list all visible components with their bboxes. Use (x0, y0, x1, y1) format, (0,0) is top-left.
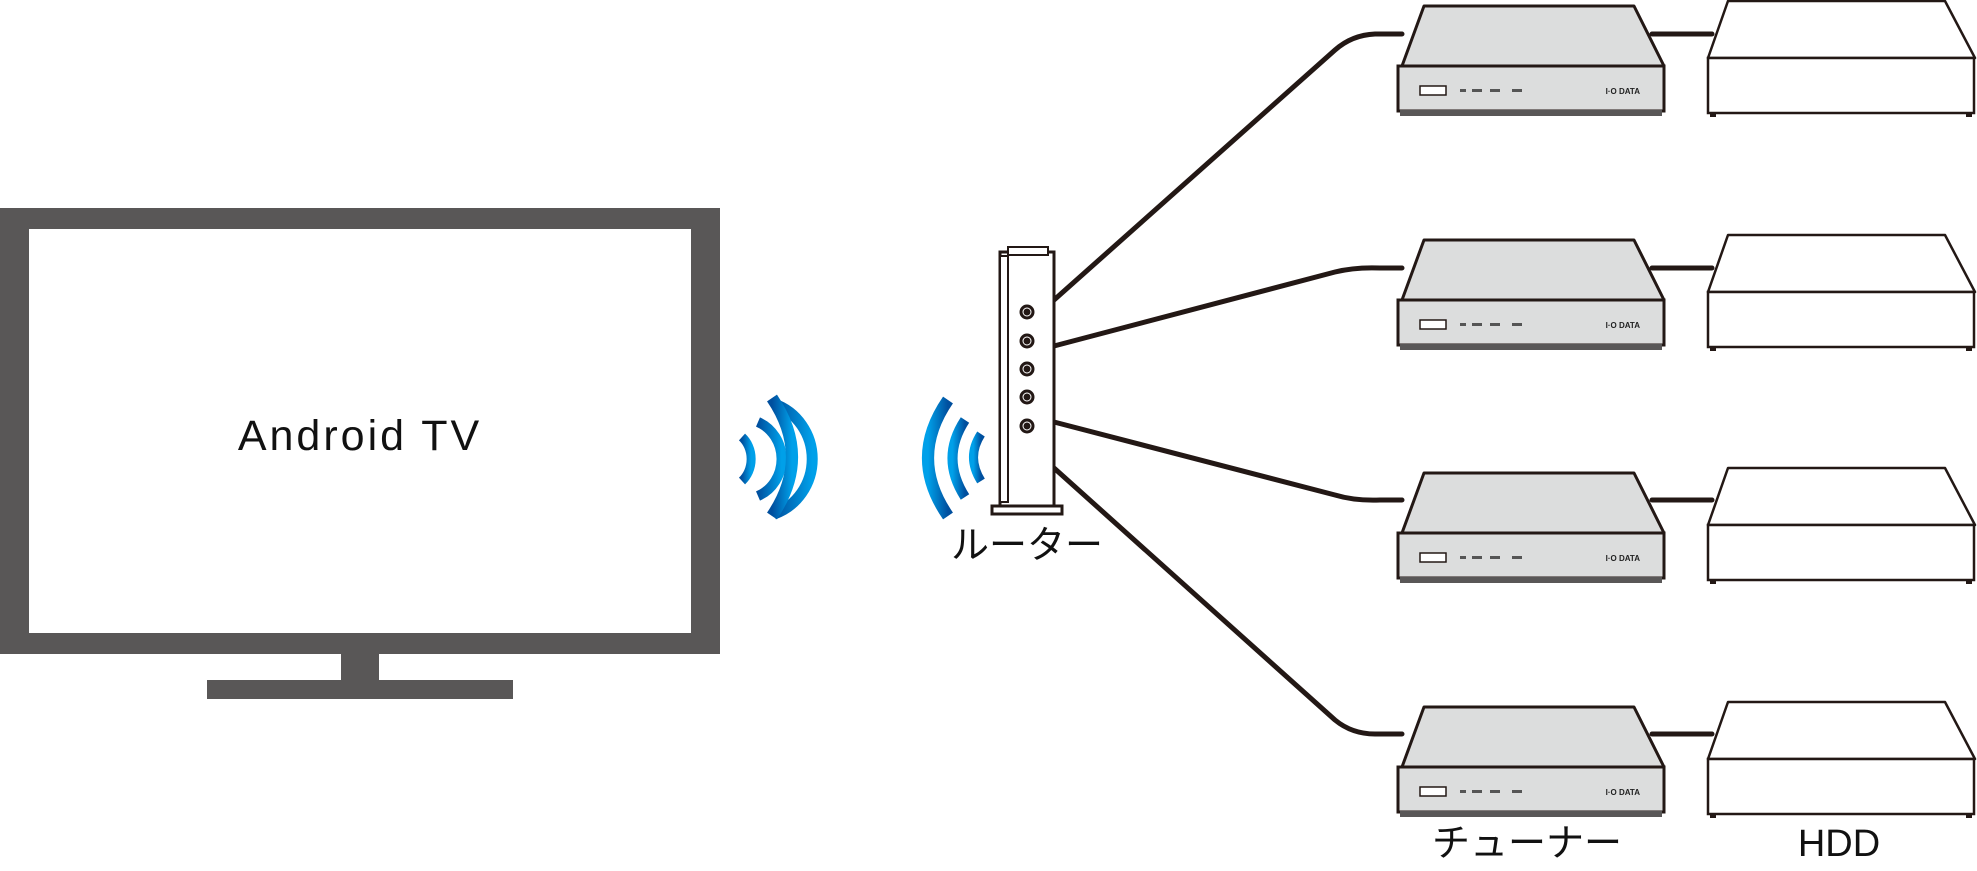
cable-router-tuner-2 (1051, 265, 1405, 349)
tuner-brand-logo: I·O DATA (1606, 788, 1641, 797)
hdd-1 (1706, 0, 1977, 117)
router-ports (1019, 304, 1035, 434)
tuner-4: I·O DATA (1396, 705, 1666, 817)
router: ルーター (951, 246, 1103, 567)
router-top (1007, 246, 1049, 256)
router-label: ルーター (951, 525, 1103, 567)
tv-screen (29, 229, 691, 633)
router-stand (990, 504, 1064, 516)
wifi-signal-tv-icon (738, 398, 818, 520)
device-stacks: I·O DATA I·O DATA I·O DATA I·O DATA (1396, 0, 1977, 818)
tuner-2: I·O DATA (1396, 238, 1666, 350)
cable-router-tuner-1 (1051, 31, 1405, 303)
tuner-brand-logo: I·O DATA (1606, 321, 1641, 330)
tuner-display (1419, 85, 1447, 96)
cable-router-tuner-4 (1051, 465, 1405, 737)
router-side-strip (999, 255, 1009, 503)
hdd-label: HDD (1798, 823, 1880, 865)
tv: Android TV (0, 208, 720, 699)
tuner-label: チューナー (1432, 823, 1622, 865)
tv-stand-neck (341, 654, 379, 681)
hdd-3 (1706, 466, 1977, 584)
wifi-signal-tv-icon-outer (766, 394, 798, 520)
tuner-display (1419, 319, 1447, 330)
hdd-4 (1706, 700, 1977, 818)
tv-stand-base (207, 680, 513, 699)
cable-router-tuner-3 (1051, 419, 1405, 503)
tuner-display (1419, 786, 1447, 797)
tuner-3: I·O DATA (1396, 471, 1666, 583)
tuner-1: I·O DATA (1396, 4, 1666, 116)
hdd-2 (1706, 233, 1977, 351)
tuner-brand-logo: I·O DATA (1606, 87, 1641, 96)
tuner-display (1419, 552, 1447, 563)
wifi-signal-router-icon (922, 396, 985, 520)
tuner-brand-logo: I·O DATA (1606, 554, 1641, 563)
tv-label: Android TV (238, 412, 482, 460)
cables (1051, 31, 1715, 737)
